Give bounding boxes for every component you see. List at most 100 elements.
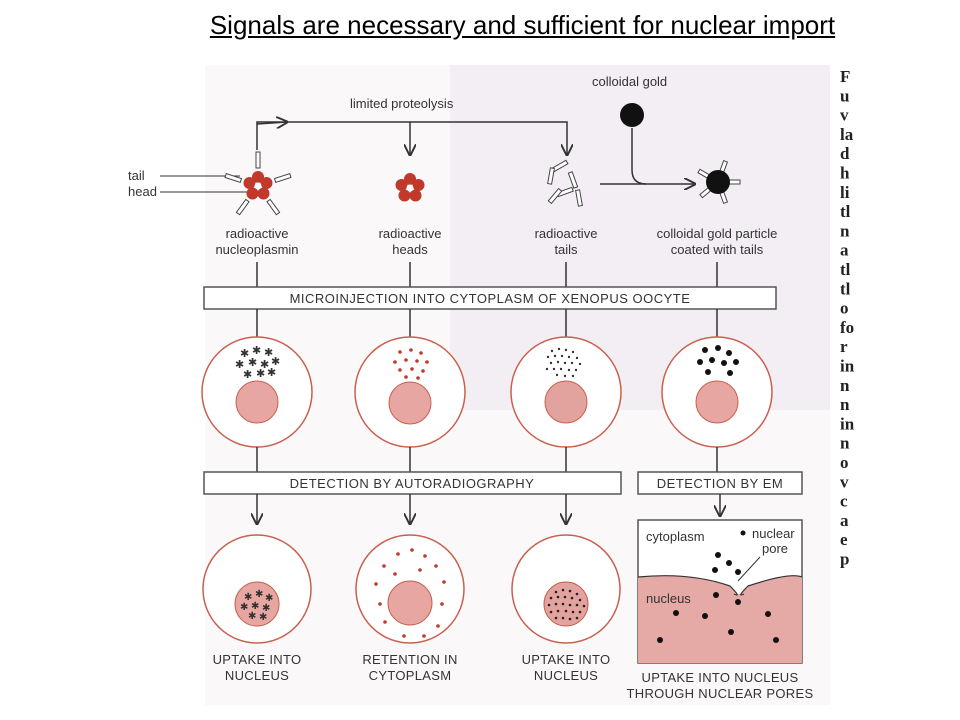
svg-text:✱: ✱ — [267, 367, 276, 379]
em-panel: cytoplasm nuclear pore nucleus — [637, 519, 803, 664]
connectors-to-microinjection — [256, 262, 718, 287]
margin-letter: n — [840, 376, 850, 395]
margin-letter: v — [840, 472, 849, 491]
margin-letter: tl — [840, 260, 851, 279]
head-label: head — [128, 184, 157, 199]
tails-particles — [545, 347, 582, 378]
svg-text:✱: ✱ — [259, 612, 267, 623]
result-3-line1: UPTAKE INTO — [522, 652, 611, 667]
limited-proteolysis-bracket: limited proteolysis — [256, 96, 567, 155]
svg-text:✱: ✱ — [251, 601, 259, 612]
microinjection-label: MICROINJECTION INTO CYTOPLASM OF XENOPUS… — [290, 291, 691, 306]
oocyte-1: ✱✱✱ ✱✱✱✱ ✱✱✱ — [201, 336, 313, 448]
svg-text:✱: ✱ — [256, 368, 265, 380]
result-oocyte-1: ✱✱✱ ✱✱✱ ✱✱ — [202, 534, 312, 644]
oocyte-4 — [661, 336, 773, 448]
limited-proteolysis-label: limited proteolysis — [350, 96, 454, 111]
margin-letter: r — [840, 337, 848, 356]
em-pore-label-line2: pore — [762, 541, 788, 556]
em-nucleus-region — [638, 575, 802, 663]
source-labels: radioactive nucleoplasmin radioactive he… — [215, 226, 777, 257]
margin-letter: in — [840, 357, 855, 376]
source-3-line1: radioactive — [535, 226, 598, 241]
slide-title: Signals are necessary and sufficient for… — [209, 10, 836, 40]
margin-letter: n — [840, 395, 850, 414]
margin-letter: la — [840, 125, 854, 144]
em-pore-label-line1: nuclear — [752, 526, 795, 541]
margin-letter: tl — [840, 202, 851, 221]
em-label: DETECTION BY EM — [657, 476, 783, 491]
nuclear-nucleoplasmin: ✱✱✱ ✱✱✱ ✱✱ — [240, 589, 273, 623]
margin-letter: o — [840, 299, 849, 318]
svg-text:✱: ✱ — [248, 357, 257, 369]
margin-letter: d — [840, 144, 850, 163]
margin-letter: h — [840, 164, 850, 183]
gold-particles — [697, 345, 739, 376]
result-4-line2: THROUGH NUCLEAR PORES — [627, 686, 814, 701]
svg-text:✱: ✱ — [252, 345, 261, 357]
microinjection-box — [203, 286, 777, 310]
result-3-line2: NUCLEUS — [534, 668, 598, 683]
margin-letter: F — [840, 67, 850, 86]
margin-letter: a — [840, 511, 849, 530]
svg-text:✱: ✱ — [262, 603, 270, 614]
em-gold-particles — [657, 552, 779, 643]
svg-text:✱: ✱ — [240, 348, 249, 360]
result-captions: UPTAKE INTO NUCLEUS RETENTION IN CYTOPLA… — [213, 652, 814, 701]
oocyte-2 — [354, 336, 466, 448]
margin-letter: in — [840, 414, 855, 433]
margin-letter: a — [840, 241, 849, 260]
margin-letter: o — [840, 453, 849, 472]
result-4-line1: UPTAKE INTO NUCLEUS — [642, 670, 799, 685]
margin-letter: p — [840, 550, 849, 569]
arrows-to-results — [257, 494, 720, 524]
colloidal-gold-label: colloidal gold — [592, 74, 667, 89]
autoradiography-label: DETECTION BY AUTORADIOGRAPHY — [290, 476, 535, 491]
gold-particle-icon — [620, 103, 644, 127]
connectors-to-detection — [256, 447, 718, 472]
svg-text:✱: ✱ — [265, 593, 273, 604]
margin-letter: n — [840, 221, 850, 240]
result-1-line1: UPTAKE INTO — [213, 652, 302, 667]
svg-text:✱: ✱ — [248, 611, 256, 622]
svg-text:✱: ✱ — [244, 592, 252, 603]
result-oocyte-2 — [355, 534, 465, 644]
nucleoplasmin-particles: ✱✱✱ ✱✱✱✱ ✱✱✱ — [235, 345, 280, 381]
coated-gold-particle-icon — [697, 160, 741, 204]
em-nucleus-label: nucleus — [646, 591, 691, 606]
svg-text:✱: ✱ — [255, 589, 263, 600]
svg-text:✱: ✱ — [235, 359, 244, 371]
svg-text:✱: ✱ — [243, 369, 252, 381]
source-1-line2: nucleoplasmin — [215, 242, 298, 257]
margin-letter: fo — [840, 318, 854, 337]
svg-text:✱: ✱ — [240, 602, 248, 613]
result-1-line2: NUCLEUS — [225, 668, 289, 683]
colloidal-gold-path: colloidal gold — [592, 74, 695, 184]
source-2-line2: heads — [392, 242, 428, 257]
nuclear-tails — [547, 588, 586, 621]
result-oocyte-3 — [511, 534, 621, 644]
result-2-line2: CYTOPLASM — [369, 668, 452, 683]
source-2-line1: radioactive — [379, 226, 442, 241]
margin-letter: u — [840, 86, 849, 105]
margin-letter: tl — [840, 279, 851, 298]
margin-letter: li — [840, 183, 850, 202]
tail-label: tail — [128, 168, 145, 183]
tails-fragments-icon — [547, 159, 583, 207]
heads-molecule-icon — [395, 173, 425, 202]
svg-text:✱: ✱ — [264, 347, 273, 359]
oocyte-3 — [510, 336, 622, 448]
svg-text:✱: ✱ — [260, 359, 269, 371]
autoradiography-box — [203, 471, 622, 495]
heads-particles — [393, 348, 429, 380]
margin-letter: n — [840, 434, 850, 453]
source-3-line2: tails — [554, 242, 578, 257]
source-4-line2: coated with tails — [671, 242, 764, 257]
result-2-line1: RETENTION IN — [362, 652, 457, 667]
cytoplasmic-heads — [374, 548, 446, 638]
nucleoplasmin-molecule-icon — [224, 151, 292, 216]
source-1-line1: radioactive — [226, 226, 289, 241]
margin-letter: c — [840, 492, 848, 511]
